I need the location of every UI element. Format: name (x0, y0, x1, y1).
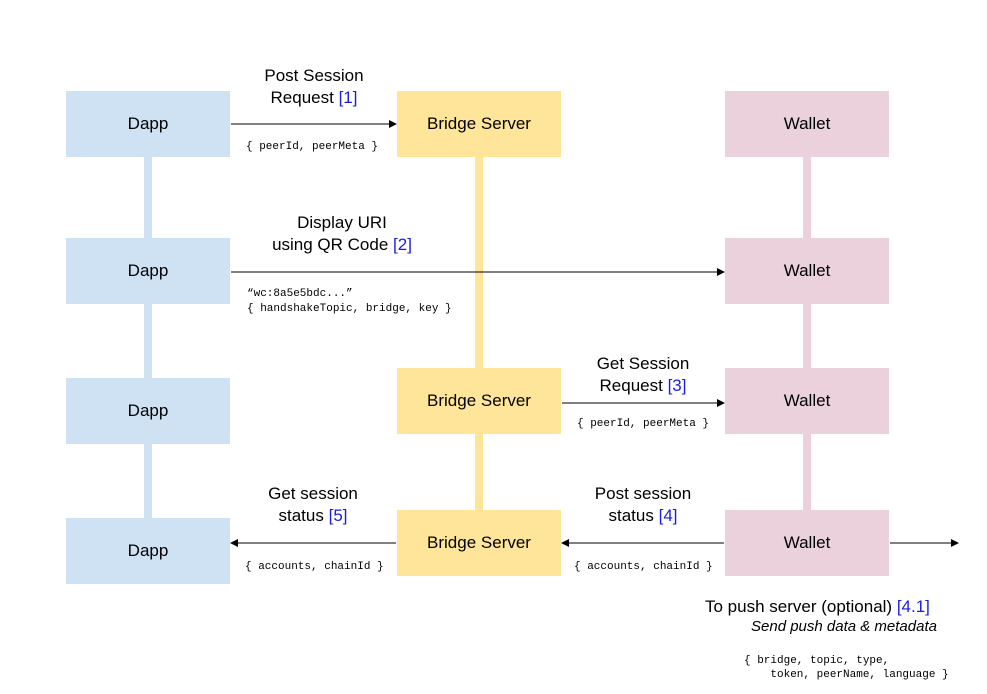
ref-4-1: [4.1] (896, 597, 930, 616)
payload-display-uri-line1: “wc:8a5e5bdc...” (247, 288, 353, 300)
label-get-session-status: Get session status [5] (243, 483, 383, 527)
label-line1: Display URI (297, 213, 387, 232)
label-text: status (608, 506, 654, 525)
label-text: status (278, 506, 324, 525)
dapp-box-4: Dapp (66, 518, 230, 584)
label-display-uri: Display URI using QR Code [2] (262, 212, 422, 256)
label-post-session-status: Post session status [4] (573, 483, 713, 527)
dapp-box-3: Dapp (66, 378, 230, 444)
label-line1: Post Session (264, 66, 364, 85)
wallet-box-1: Wallet (725, 91, 889, 157)
bridge-box-3: Bridge Server (397, 510, 561, 576)
label-line1: Get Session (596, 354, 690, 373)
label-line2: using QR Code [2] (262, 234, 422, 256)
bridge-box-2: Bridge Server (397, 368, 561, 434)
payload-post-session-request: { peerId, peerMeta } (246, 141, 379, 153)
label-line2: status [4] (573, 505, 713, 527)
payload-get-session-request: { peerId, peerMeta } (577, 418, 710, 430)
ref-3: [3] (667, 376, 687, 395)
label-text: To push server (optional) (705, 597, 893, 616)
ref-1: [1] (338, 88, 358, 107)
push-server-subtitle: Send push data & metadata (751, 618, 937, 635)
wallet-box-4: Wallet (725, 510, 889, 576)
ref-2: [2] (393, 235, 412, 254)
label-post-session-request: Post Session Request [1] (244, 65, 384, 109)
label-line2: Request [3] (573, 375, 713, 397)
label-text: using QR Code (272, 235, 389, 254)
label-get-session-request: Get Session Request [3] (573, 353, 713, 397)
dapp-box-2: Dapp (66, 238, 230, 304)
bridge-box-1: Bridge Server (397, 91, 561, 157)
label-line1: Post session (594, 484, 692, 503)
ref-5: [5] (328, 506, 348, 525)
label-text: Request (599, 376, 663, 395)
wallet-box-2: Wallet (725, 238, 889, 304)
payload-push-server-line2: token, peerName, language } (744, 669, 949, 681)
label-text: Request (270, 88, 334, 107)
wallet-lifeline (803, 157, 811, 510)
payload-get-session-status: { accounts, chainId } (245, 561, 384, 573)
dapp-box-1: Dapp (66, 91, 230, 157)
wallet-box-3: Wallet (725, 368, 889, 434)
ref-4: [4] (658, 506, 678, 525)
payload-display-uri-line2: { handshakeTopic, bridge, key } (247, 303, 452, 315)
dapp-lifeline (144, 157, 152, 518)
label-line2: Request [1] (244, 87, 384, 109)
label-push-server: To push server (optional) [4.1] (705, 596, 930, 618)
bridge-lifeline (475, 157, 483, 510)
payload-push-server-line1: { bridge, topic, type, (744, 655, 890, 667)
label-line2: status [5] (243, 505, 383, 527)
payload-post-session-status: { accounts, chainId } (574, 561, 713, 573)
label-line1: Get session (268, 484, 358, 503)
